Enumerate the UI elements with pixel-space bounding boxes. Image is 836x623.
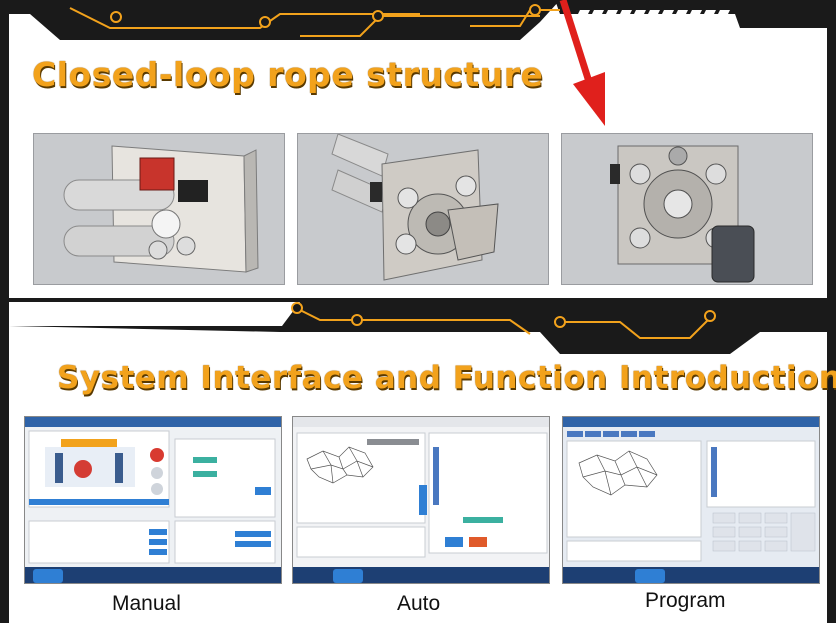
section-title-rope-structure: Closed-loop rope structure xyxy=(32,55,544,94)
caption-program: Program xyxy=(645,589,726,612)
left-edge-bar xyxy=(0,0,9,623)
red-arrow-icon xyxy=(559,0,605,126)
top-decor-band xyxy=(9,0,827,40)
program-screen-thumbnail xyxy=(562,416,820,584)
manual-screen-thumbnail xyxy=(24,416,282,584)
rope-structure-photo-front xyxy=(561,133,813,285)
caption-manual: Manual xyxy=(112,592,181,615)
right-edge-bar xyxy=(827,0,836,623)
rope-structure-photo-angled xyxy=(297,133,549,285)
section-title-system-interface: System Interface and Function Introducti… xyxy=(57,360,836,396)
auto-screen-thumbnail xyxy=(292,416,550,584)
middle-decor-band xyxy=(9,298,827,354)
caption-auto: Auto xyxy=(397,592,441,615)
rope-structure-photo-side xyxy=(33,133,285,285)
